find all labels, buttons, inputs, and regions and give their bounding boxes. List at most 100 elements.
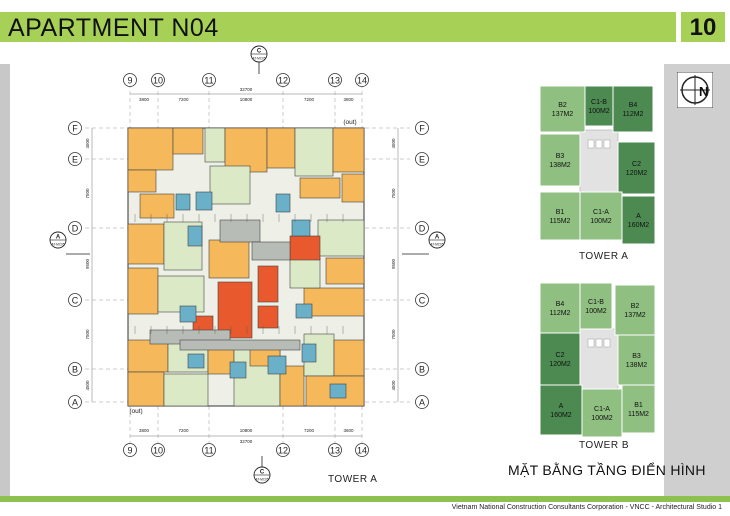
grid-column-label: 11	[204, 76, 213, 86]
dimension-text: 4500	[391, 138, 396, 149]
plan-tower-label: TOWER A	[328, 474, 378, 485]
dimension-text: 4500	[85, 380, 90, 391]
keyplan-unit-block	[539, 133, 581, 187]
room	[127, 223, 165, 265]
north-label: N	[699, 84, 708, 99]
grid-column-label: 13	[330, 446, 340, 456]
grid-bubble	[68, 395, 82, 409]
keyplan-unit-block	[539, 191, 581, 241]
grid-row-label: F	[72, 124, 78, 134]
room	[209, 165, 251, 205]
grid-bubble	[68, 121, 82, 135]
grid-bubble	[123, 443, 137, 457]
keyplan-unit-name: C1-A	[593, 209, 609, 216]
grid-bubble	[415, 152, 429, 166]
room	[341, 173, 365, 203]
grid-bubble	[151, 73, 165, 87]
room	[179, 339, 301, 351]
keyplan-unit-name: B4	[556, 301, 565, 308]
keyplan-tower-b-label: TOWER B	[579, 440, 629, 451]
keyplan-core	[579, 328, 619, 390]
keyplan-unit-area: 138M2	[549, 162, 571, 169]
room	[317, 219, 365, 257]
section-marker-right-letter: A	[435, 235, 440, 241]
grid-row-label: D	[72, 224, 79, 234]
keyplan-unit-area: 120M2	[549, 361, 571, 368]
grid-bubble	[328, 73, 342, 87]
room	[266, 127, 296, 169]
grid-column-label: 13	[330, 76, 340, 86]
dimension-text: 4500	[85, 138, 90, 149]
keyplan-lift	[603, 139, 611, 149]
dimension-text: 7500	[85, 329, 90, 340]
dimension-text: 7200	[178, 97, 189, 102]
grid-bubble	[68, 362, 82, 376]
keyplan-unit-block	[612, 86, 654, 133]
grid-bubble	[68, 152, 82, 166]
grid-row-label: B	[72, 365, 78, 375]
dimension-text: 3800	[139, 428, 150, 433]
keyplan-unit-block	[621, 384, 655, 434]
keyplan-lift	[595, 338, 603, 348]
dimension-text: 9500	[391, 258, 396, 269]
grid-row-label: D	[419, 224, 426, 234]
grid-bubble	[355, 73, 369, 87]
grid-row-label: A	[419, 398, 425, 408]
keyplan-lift	[587, 338, 595, 348]
room	[139, 193, 175, 219]
grid-bubble	[202, 73, 216, 87]
keyplan-tower-b-units: B4112M2C1-B100M2B2137M2C2120M2B3138M2A16…	[539, 283, 655, 438]
grid-row-label: E	[72, 155, 78, 165]
keyplan-unit-name: C1-A	[594, 406, 610, 413]
room	[332, 127, 365, 173]
dimension-text: 32700	[240, 439, 253, 444]
keyplan-unit-name: C2	[632, 161, 641, 168]
grid-bubble	[415, 395, 429, 409]
room	[333, 339, 365, 377]
keyplan-unit-area: 160M2	[550, 412, 572, 419]
keyplan-unit-name: A	[636, 213, 641, 220]
room	[275, 193, 291, 213]
keyplan-unit-area: 100M2	[588, 108, 610, 115]
room	[172, 127, 204, 155]
grid-bubble	[415, 221, 429, 235]
grid-column-label: 10	[153, 446, 163, 456]
grid-row-label: E	[419, 155, 425, 165]
grid-column-label: 9	[127, 76, 132, 86]
dimension-text: 3800	[343, 97, 354, 102]
keyplan-unit-area: 112M2	[550, 310, 571, 317]
keyplan-tower-a-label: TOWER A	[579, 251, 629, 262]
keyplan-unit-block	[614, 284, 655, 336]
grid-column-label: 11	[204, 446, 213, 456]
grid-column-label: 9	[127, 446, 132, 456]
room	[219, 219, 261, 243]
keyplan-unit-block	[539, 283, 581, 334]
dimension-text: 7200	[178, 428, 189, 433]
room	[301, 343, 317, 363]
keyplan-lift	[587, 139, 595, 149]
dimension-text: 10800	[240, 97, 253, 102]
room	[289, 257, 321, 289]
room	[187, 353, 205, 369]
room	[291, 219, 311, 237]
room	[127, 339, 169, 373]
keyplan-unit-name: B3	[632, 353, 641, 360]
section-marker-right-sheet: AT-MC05	[430, 243, 443, 247]
left-margin-strip	[0, 64, 10, 496]
section-marker-left-sheet: AT-MC05	[51, 243, 64, 247]
grid-bubble	[276, 73, 290, 87]
keyplan-unit-name: B1	[556, 209, 565, 216]
footer-band	[0, 496, 730, 502]
grid-column-label: 10	[153, 76, 163, 86]
keyplan-unit-name: C1-B	[588, 299, 604, 306]
keyplan-unit-name: B2	[558, 102, 567, 109]
page-number: 10	[689, 14, 717, 41]
grid-bubble	[68, 221, 82, 235]
keyplan-unit-area: 137M2	[552, 111, 574, 118]
